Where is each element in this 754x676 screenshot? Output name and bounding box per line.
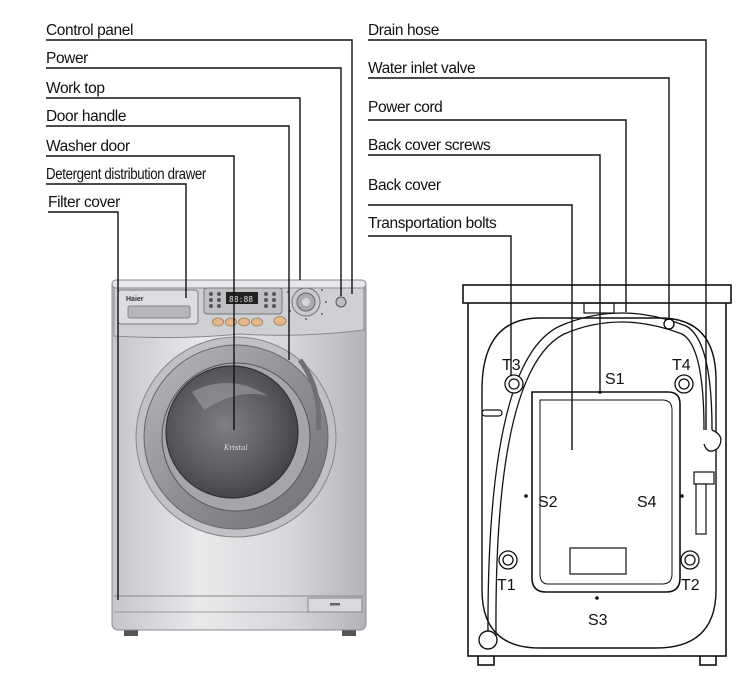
front-washer: Haier 88:88 bbox=[111, 279, 367, 636]
label-back-cover-screws: Back cover screws bbox=[368, 137, 491, 154]
label-detergent-drawer: Detergent distribution drawer bbox=[46, 166, 206, 183]
back-cover-screw-s4 bbox=[680, 494, 684, 498]
drain-hose-hanger bbox=[703, 429, 722, 452]
label-door-handle: Door handle bbox=[46, 108, 126, 125]
drain-hose-tube-2 bbox=[495, 321, 705, 637]
glass-reflection bbox=[192, 382, 268, 410]
back-cover-screw-s3 bbox=[595, 596, 599, 600]
drain-hose-tube bbox=[487, 312, 713, 641]
leader-power bbox=[46, 67, 342, 296]
back-markers: T3 T4 T1 T2 S1 S2 S3 S4 bbox=[497, 357, 700, 629]
label-back-cover: Back cover bbox=[368, 177, 441, 194]
leader-door-handle bbox=[46, 125, 290, 360]
label-work-top: Work top bbox=[46, 80, 105, 97]
hose-guide-right bbox=[693, 471, 715, 485]
leader-control-panel bbox=[46, 39, 353, 294]
back-washer bbox=[462, 284, 732, 666]
label-control-panel: Control panel bbox=[46, 22, 133, 39]
label-power: Power bbox=[46, 50, 88, 67]
water-inlet-valve bbox=[663, 318, 675, 330]
panel-indicators bbox=[209, 292, 276, 308]
front-foot-right bbox=[342, 628, 356, 636]
label-filter-cover: Filter cover bbox=[48, 194, 120, 211]
hose-guide-right-2 bbox=[695, 483, 707, 535]
label-drain-hose: Drain hose bbox=[368, 22, 439, 39]
marker-t2: T2 bbox=[681, 577, 700, 594]
leader-back-cover bbox=[368, 204, 573, 450]
leader-back-cover-screws bbox=[368, 154, 601, 390]
transportation-bolt-t3 bbox=[504, 374, 524, 394]
back-cover-inner bbox=[539, 399, 673, 585]
leader-detergent-drawer bbox=[46, 183, 187, 298]
marker-s4: S4 bbox=[637, 494, 657, 511]
top-tab bbox=[583, 302, 615, 314]
marker-t1: T1 bbox=[497, 577, 516, 594]
brand-logo: Haier bbox=[126, 296, 144, 303]
back-frame bbox=[481, 317, 717, 649]
marker-s3: S3 bbox=[588, 612, 608, 629]
leader-filter-cover bbox=[48, 211, 119, 600]
front-foot-left bbox=[124, 628, 138, 636]
label-washer-door: Washer door bbox=[46, 138, 130, 155]
filter-cover-notch bbox=[330, 603, 340, 606]
back-label-texts: Drain hose Water inlet valve Power cord … bbox=[368, 22, 497, 232]
transportation-bolt-t2 bbox=[680, 550, 700, 570]
back-cover-screw-s2 bbox=[524, 494, 528, 498]
transportation-bolt-t4 bbox=[674, 374, 694, 394]
front-label-texts: Control panel Power Work top Door handle… bbox=[46, 22, 207, 211]
leader-work-top bbox=[46, 97, 301, 280]
program-dial bbox=[291, 287, 321, 317]
drawer-handle bbox=[127, 305, 191, 319]
back-cover-panel bbox=[531, 391, 681, 593]
back-leaders bbox=[368, 39, 707, 450]
leader-drain-hose bbox=[368, 39, 707, 430]
back-cabinet bbox=[467, 299, 727, 657]
work-top bbox=[111, 279, 367, 289]
leader-washer-door bbox=[46, 155, 235, 430]
transportation-bolt-t1 bbox=[498, 550, 518, 570]
label-transportation-bolts: Transportation bolts bbox=[368, 215, 497, 232]
leader-water-inlet-valve bbox=[368, 77, 670, 320]
leader-transportation-bolts bbox=[368, 235, 512, 375]
display-readout: 88:88 bbox=[229, 295, 253, 304]
back-top bbox=[462, 284, 732, 304]
marker-s2: S2 bbox=[538, 494, 558, 511]
cover-label-plate bbox=[569, 547, 627, 575]
washer-door: Kristal bbox=[135, 336, 337, 538]
marker-t4: T4 bbox=[672, 357, 691, 374]
door-handle bbox=[297, 358, 322, 431]
hose-base bbox=[478, 630, 498, 650]
hose-clip-left bbox=[481, 409, 503, 417]
leader-power-cord bbox=[368, 119, 627, 312]
marker-s1: S1 bbox=[605, 371, 625, 388]
label-water-inlet-valve: Water inlet valve bbox=[368, 60, 475, 77]
front-leaders bbox=[46, 39, 353, 600]
label-power-cord: Power cord bbox=[368, 99, 442, 116]
back-cover-screw-s1 bbox=[598, 390, 602, 394]
door-logo: Kristal bbox=[223, 444, 248, 452]
power-button bbox=[335, 296, 347, 308]
dial-tick-marks bbox=[287, 289, 327, 320]
